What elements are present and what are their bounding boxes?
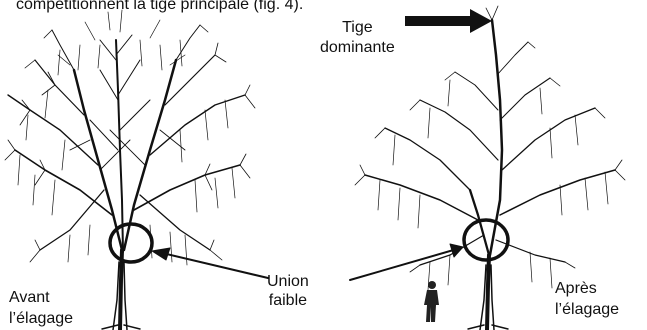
weak-union-label-line1: Union [267, 273, 309, 290]
weak-union-circle-after [462, 218, 510, 262]
dominant-stem-label-line1: Tige [342, 19, 373, 36]
weak-union-label-line2: faible [268, 292, 308, 309]
after-pruning-label-line1: Après [555, 280, 597, 297]
after-pruning-label: Après l’élagage [555, 278, 619, 320]
dominant-stem-label: Tige dominante [320, 18, 395, 58]
tree-before-pruning [4, 9, 256, 330]
after-pruning-label-line2: l’élagage [555, 301, 620, 318]
weak-union-circle-before [108, 222, 154, 264]
before-pruning-label-line1: Avant [9, 289, 50, 306]
tree-after-pruning [354, 5, 626, 330]
arrow-icon [405, 9, 492, 33]
union-arrow-left [151, 247, 269, 279]
union-arrow-right [349, 243, 464, 281]
before-pruning-label: Avant l’élagage [9, 287, 73, 329]
person-silhouette-icon [424, 281, 439, 322]
weak-union-label: Union faible [267, 272, 309, 310]
caption-fragment: compétitionnent la tige principale (fig.… [16, 0, 304, 13]
before-pruning-label-line2: l’élagage [9, 310, 74, 327]
dominant-stem-label-line2: dominante [320, 39, 395, 56]
